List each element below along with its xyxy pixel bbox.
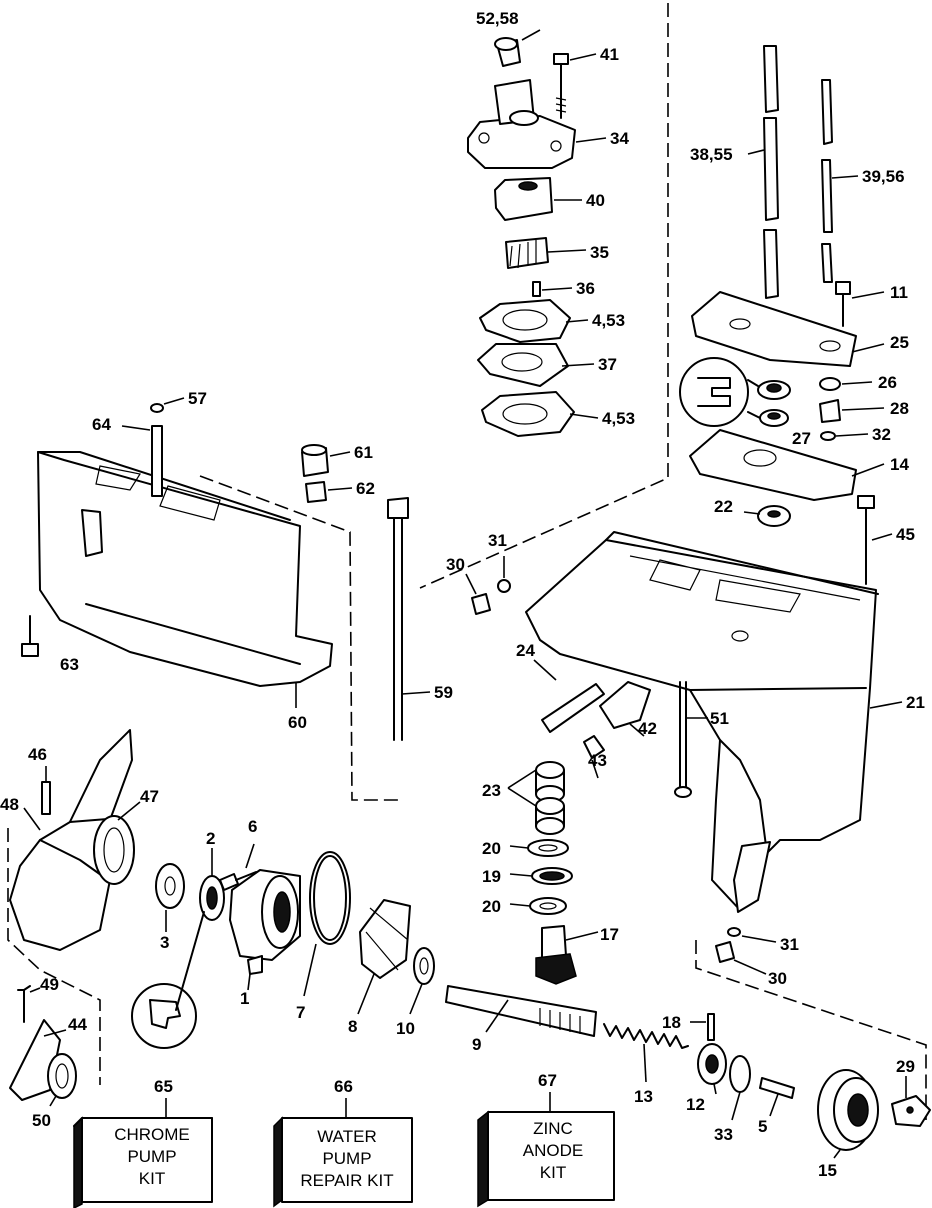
label-37: 37	[598, 355, 617, 374]
label-46: 46	[28, 745, 47, 764]
label-47: 47	[140, 787, 159, 806]
label-34: 34	[610, 129, 629, 148]
label-61: 61	[354, 443, 373, 462]
zinc-anode-kit-box: ZINC ANODE KIT	[477, 1110, 615, 1208]
label-44: 44	[68, 1015, 87, 1034]
label-20-lower: 20	[482, 897, 501, 916]
exhaust-housing	[21, 403, 409, 741]
label-4-53-lower: 4,53	[602, 409, 635, 428]
label-50: 50	[32, 1111, 51, 1130]
label-32-upper: 32	[872, 425, 891, 444]
chrome-pump-kit-box: CHROME PUMP KIT	[73, 1116, 213, 1208]
label-35: 35	[590, 243, 609, 262]
label-41: 41	[600, 45, 619, 64]
label-31-upper: 31	[488, 531, 507, 550]
water-kit-line-1: WATER	[317, 1127, 377, 1146]
label-24: 24	[516, 641, 535, 660]
label-48: 48	[0, 795, 19, 814]
label-11: 11	[890, 283, 908, 302]
label-19: 19	[482, 867, 501, 886]
label-40: 40	[586, 191, 605, 210]
label-25: 25	[890, 333, 909, 352]
label-17: 17	[600, 925, 619, 944]
drive-shaft-parts	[679, 45, 875, 585]
label-1: 1	[240, 989, 249, 1008]
label-59: 59	[434, 683, 453, 702]
water-pump-parts	[467, 37, 576, 437]
label-2: 2	[206, 829, 215, 848]
label-29: 29	[896, 1057, 915, 1076]
label-8: 8	[348, 1017, 357, 1036]
label-20-upper: 20	[482, 839, 501, 858]
label-63: 63	[60, 655, 79, 674]
zinc-kit-line-2: ANODE	[523, 1141, 583, 1160]
label-4-53-upper: 4,53	[592, 311, 625, 330]
chrome-kit-line-2: PUMP	[127, 1147, 176, 1166]
label-42: 42	[638, 719, 657, 738]
label-64: 64	[92, 415, 111, 434]
label-13: 13	[634, 1087, 653, 1106]
label-30-lower: 30	[768, 969, 787, 988]
zinc-kit-line-1: ZINC	[533, 1119, 573, 1138]
part-labels: 52,58 41 34 40 35 36 4,53 37 4,53 38,55 …	[0, 9, 925, 1180]
linkage-parts	[471, 579, 692, 798]
zinc-kit-line-3: KIT	[540, 1163, 566, 1182]
water-kit-line-2: PUMP	[322, 1149, 371, 1168]
label-23: 23	[482, 781, 501, 800]
label-52-58: 52,58	[476, 9, 519, 28]
label-57: 57	[188, 389, 207, 408]
leader-lines	[23, 29, 907, 1159]
propeller	[9, 729, 185, 1101]
label-49: 49	[40, 975, 59, 994]
gearcase-housing	[525, 531, 879, 913]
label-18: 18	[662, 1013, 681, 1032]
label-27: 27	[792, 429, 811, 448]
propshaft-parts	[131, 851, 931, 1151]
label-65: 65	[154, 1077, 173, 1096]
label-66: 66	[334, 1077, 353, 1096]
label-51: 51	[710, 709, 729, 728]
label-12: 12	[686, 1095, 705, 1114]
label-36: 36	[576, 279, 595, 298]
pinion-parts	[527, 761, 741, 985]
label-38-55: 38,55	[690, 145, 733, 164]
label-6: 6	[248, 817, 257, 836]
label-9: 9	[472, 1035, 481, 1054]
label-15: 15	[818, 1161, 837, 1180]
label-21: 21	[906, 693, 925, 712]
label-30-upper: 30	[446, 555, 465, 574]
group-outlines	[7, 3, 927, 1120]
label-10: 10	[396, 1019, 415, 1038]
label-26: 26	[878, 373, 897, 392]
label-60: 60	[288, 713, 307, 732]
label-3: 3	[160, 933, 169, 952]
water-pump-repair-kit-box: WATER PUMP REPAIR KIT	[273, 1116, 413, 1208]
label-5: 5	[758, 1117, 767, 1136]
label-33: 33	[714, 1125, 733, 1144]
label-31-lower: 31	[780, 935, 799, 954]
label-45: 45	[896, 525, 915, 544]
label-67: 67	[538, 1071, 557, 1090]
label-62: 62	[356, 479, 375, 498]
label-7: 7	[296, 1003, 305, 1022]
water-kit-line-3: REPAIR KIT	[300, 1171, 393, 1190]
chrome-kit-line-3: KIT	[139, 1169, 165, 1188]
label-22: 22	[714, 497, 733, 516]
label-14: 14	[890, 455, 909, 474]
label-28: 28	[890, 399, 909, 418]
chrome-kit-line-1: CHROME	[114, 1125, 190, 1144]
label-39-56: 39,56	[862, 167, 905, 186]
label-43: 43	[588, 751, 607, 770]
